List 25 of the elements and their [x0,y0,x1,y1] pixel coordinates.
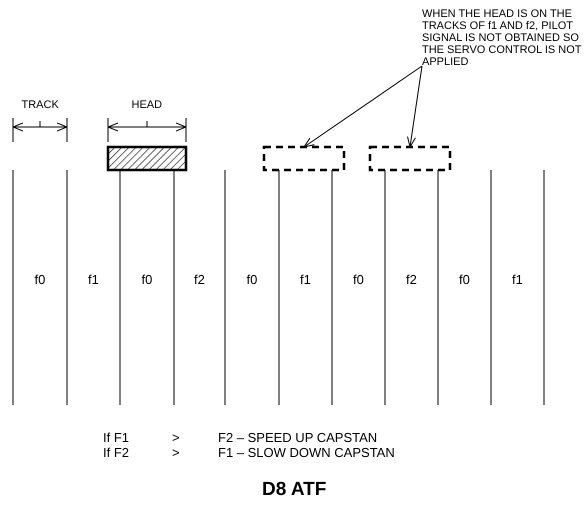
condition-text: If F2 [103,446,130,459]
track-label: f1 [512,273,523,286]
dimension-label: TRACK [22,100,59,111]
operator-symbol: > [172,431,180,444]
head-position-outline [262,146,346,172]
track-label: f1 [88,273,99,286]
track-label: f0 [246,273,258,286]
dimension-label: HEAD [132,100,162,111]
diagram-title: D8 ATF [262,480,326,499]
condition-text: If F1 [103,431,130,444]
action-text: F2 – SPEED UP CAPSTAN [218,431,378,444]
track-label: f0 [459,273,470,286]
track-label: f0 [353,273,364,286]
leader-arrow [304,66,422,148]
operator-symbol: > [172,446,180,459]
callout-note: WHEN THE HEAD IS ON THE TRACKS OF f1 AND f2, PILOT SIGNAL IS NOT OBTAINED SO THE SERVO CONTROL IS NOT APPLIED [422,8,582,68]
track-label: f2 [406,273,417,286]
leader-arrow [407,66,422,148]
track-label: f0 [34,273,46,286]
head-block [106,146,188,172]
track-label: f0 [142,273,152,286]
track-label: f1 [300,273,311,286]
track-label: f2 [194,273,205,286]
action-text: F1 – SLOW DOWN CAPSTAN [218,446,395,459]
head-position-outline [368,146,452,172]
